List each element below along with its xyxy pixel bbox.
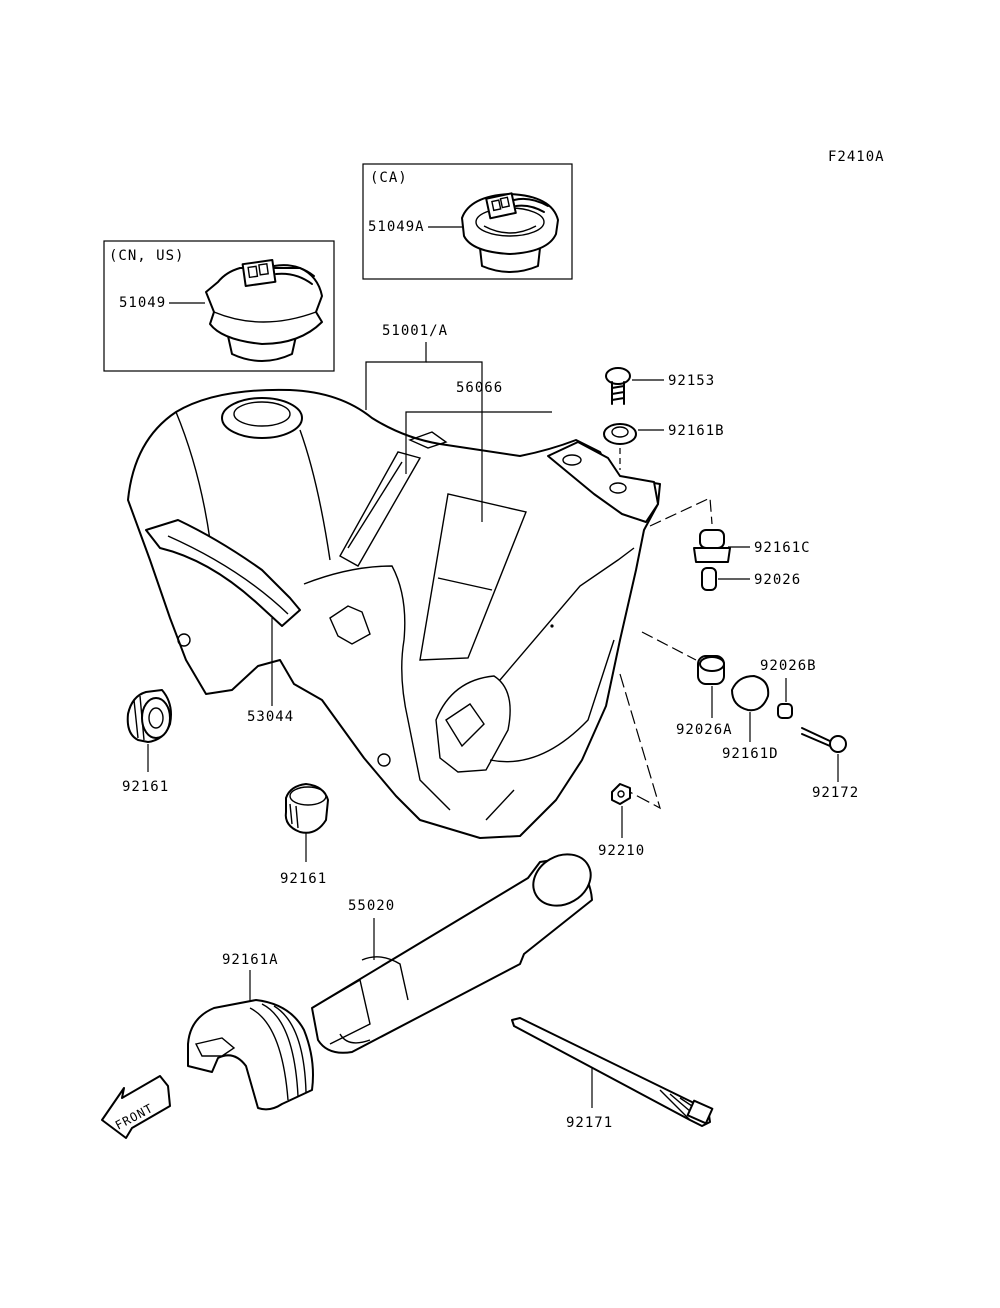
inset-ca-frame xyxy=(362,163,573,280)
inset-ca: (CA) 51049A xyxy=(362,163,573,280)
label-92161d: 92161D xyxy=(722,746,779,762)
inset-cn-us-frame xyxy=(103,240,335,372)
label-92026b: 92026B xyxy=(760,658,817,674)
label-92172: 92172 xyxy=(812,785,859,801)
label-92153: 92153 xyxy=(668,373,715,389)
figure-code: F2410A xyxy=(828,149,885,165)
front-arrow-icon: FRONT xyxy=(101,1075,171,1139)
label-92026a: 92026A xyxy=(676,722,733,738)
inset-cn-us-region-label: (CN, US) xyxy=(109,248,184,264)
nut-92210 xyxy=(611,783,631,805)
label-51001-a: 51001/A xyxy=(382,323,448,339)
damper-92161-left xyxy=(126,689,172,743)
damper-92161a xyxy=(187,999,314,1111)
label-92161-bottom: 92161 xyxy=(280,871,327,887)
label-92161c: 92161C xyxy=(754,540,811,556)
collar-92026 xyxy=(701,567,717,591)
bolt-92172 xyxy=(801,727,847,753)
label-53044: 53044 xyxy=(247,709,294,725)
label-92161a: 92161A xyxy=(222,952,279,968)
damper-92161c xyxy=(693,529,731,563)
fuel-tank xyxy=(127,388,661,839)
inset-cn-us: (CN, US) 51049 xyxy=(103,240,335,372)
fuel-cap-ca xyxy=(461,192,559,273)
bolt-92153 xyxy=(605,367,631,405)
label-92161-left: 92161 xyxy=(122,779,169,795)
damper-92161d xyxy=(731,675,770,712)
inset-cn-us-part-label: 51049 xyxy=(119,295,166,311)
label-92171: 92171 xyxy=(566,1115,613,1131)
label-92210: 92210 xyxy=(598,843,645,859)
inset-ca-part-label: 51049A xyxy=(368,219,425,235)
damper-92161-bottom xyxy=(284,783,329,834)
pipe-55020 xyxy=(311,853,593,1054)
collar-92026b xyxy=(777,703,793,719)
label-56066: 56066 xyxy=(456,380,503,396)
label-92161b: 92161B xyxy=(668,423,725,439)
collar-92026a xyxy=(697,655,725,685)
label-92026: 92026 xyxy=(754,572,801,588)
fuel-cap-cn-us xyxy=(205,259,323,362)
damper-92161b xyxy=(603,423,637,445)
band-92171 xyxy=(511,1017,714,1127)
label-55020: 55020 xyxy=(348,898,395,914)
inset-ca-region-label: (CA) xyxy=(370,170,408,186)
